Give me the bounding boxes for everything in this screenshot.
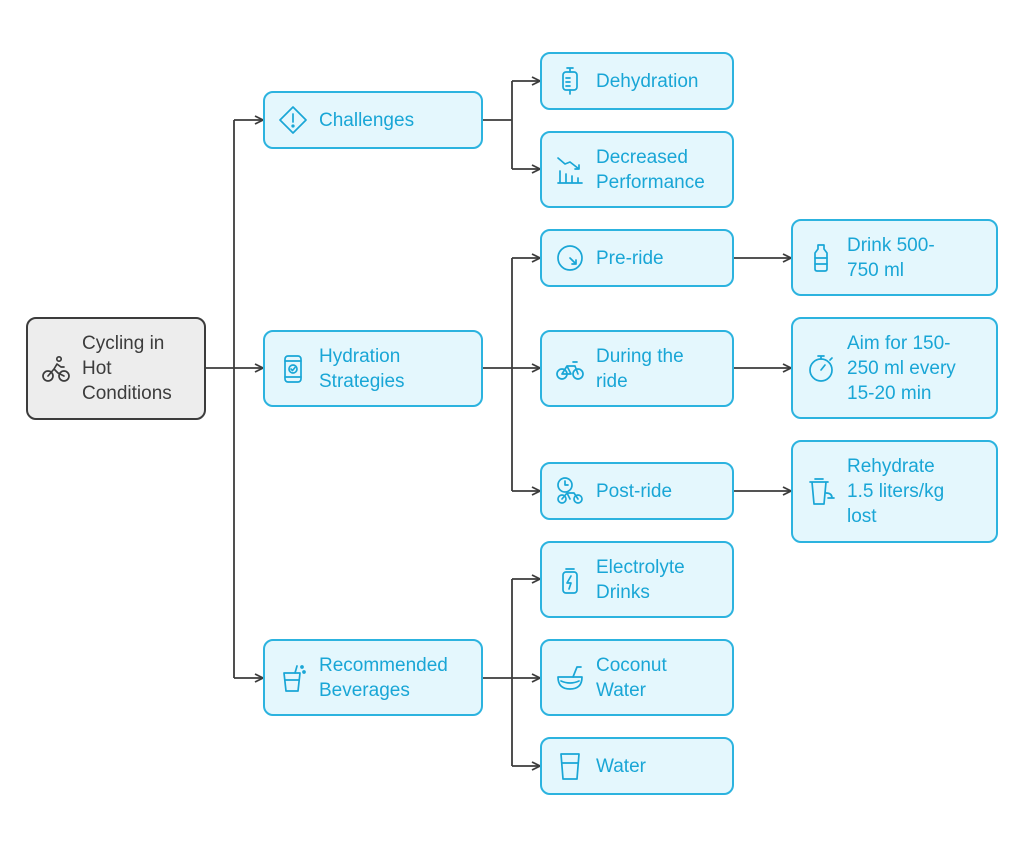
decreased-performance-label: Decreased Performance xyxy=(596,146,705,193)
water-glass-icon xyxy=(555,751,585,781)
hydration-strategies-node[interactable]: Hydration Strategies xyxy=(263,330,483,407)
root-node[interactable]: Cycling in Hot Conditions xyxy=(26,317,206,420)
water-bottle-icon xyxy=(806,243,836,273)
phone-check-icon xyxy=(278,354,308,384)
pre-ride-label: Pre-ride xyxy=(596,247,664,269)
aim-150-250-node[interactable]: Aim for 150- 250 ml every 15-20 min xyxy=(791,317,998,419)
connector-root-trunk xyxy=(206,120,235,678)
iv-bag-icon xyxy=(555,66,585,96)
decreased-performance-node[interactable]: Decreased Performance xyxy=(540,131,734,208)
dehydration-label: Dehydration xyxy=(596,70,699,92)
pre-ride-node[interactable]: Pre-ride xyxy=(540,229,734,287)
bike-clock-icon xyxy=(555,476,585,506)
coconut-water-label: Coconut Water xyxy=(596,654,667,701)
cup-refill-icon xyxy=(806,477,836,507)
during-ride-node[interactable]: During the ride xyxy=(540,330,734,407)
challenges-node[interactable]: Challenges xyxy=(263,91,483,149)
rehydrate-label: Rehydrate 1.5 liters/kg lost xyxy=(847,456,945,527)
declining-chart-icon xyxy=(555,155,585,185)
challenges-label: Challenges xyxy=(319,109,415,131)
drink-500-750-label: Drink 500- 750 ml xyxy=(847,234,935,281)
water-node[interactable]: Water xyxy=(540,737,734,795)
energy-can-icon xyxy=(555,565,585,595)
electrolyte-drinks-node[interactable]: Electrolyte Drinks xyxy=(540,541,734,618)
connector-challenges-trunk xyxy=(483,81,513,169)
recommended-beverages-label: Recommended Beverages xyxy=(319,654,448,701)
coconut-water-node[interactable]: Coconut Water xyxy=(540,639,734,716)
post-ride-node[interactable]: Post-ride xyxy=(540,462,734,520)
gauge-icon xyxy=(555,243,585,273)
recommended-beverages-node[interactable]: Recommended Beverages xyxy=(263,639,483,716)
dehydration-node[interactable]: Dehydration xyxy=(540,52,734,110)
warning-diamond-icon xyxy=(278,105,308,135)
connector-hydration-trunk xyxy=(483,258,513,491)
stopwatch-icon xyxy=(806,353,836,383)
aim-150-250-label: Aim for 150- 250 ml every 15-20 min xyxy=(847,332,956,404)
cyclist-icon xyxy=(41,354,71,384)
water-label: Water xyxy=(596,755,646,777)
rehydrate-node[interactable]: Rehydrate 1.5 liters/kg lost xyxy=(791,440,998,543)
bicycle-icon xyxy=(555,354,585,384)
connector-beverages-trunk xyxy=(483,579,513,766)
drink-500-750-node[interactable]: Drink 500- 750 ml xyxy=(791,219,998,296)
root-label: Cycling in Hot Conditions xyxy=(82,333,172,404)
hydration-strategies-label: Hydration Strategies xyxy=(319,345,405,392)
fizzy-drink-icon xyxy=(278,663,308,693)
coconut-icon xyxy=(555,663,585,693)
post-ride-label: Post-ride xyxy=(596,480,673,502)
during-ride-label: During the ride xyxy=(596,345,684,392)
electrolyte-drinks-label: Electrolyte Drinks xyxy=(596,556,685,603)
